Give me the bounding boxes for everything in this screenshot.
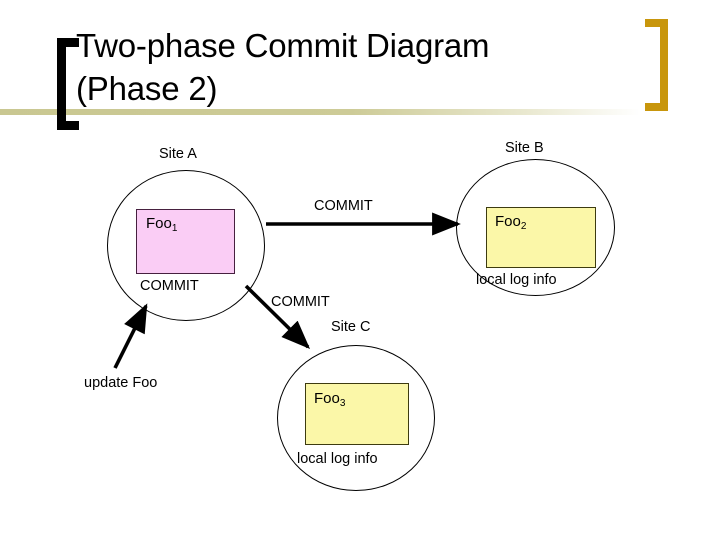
edge-label-commit-a-to-b: COMMIT [314, 198, 373, 214]
site-c-box-text: Foo3 [314, 390, 345, 409]
site-b-box-text: Foo2 [495, 213, 526, 232]
arrow-commit-a-to-c [244, 284, 311, 350]
site-c-data-box[interactable] [305, 383, 409, 445]
site-c-box-text-subscript: 3 [339, 398, 346, 409]
site-b-caption: local log info [476, 272, 557, 288]
site-a-box-text: Foo1 [146, 215, 177, 234]
site-a-box-text-base: Foo [146, 215, 172, 232]
site-c-caption: local log info [297, 451, 378, 467]
title-underline-band [0, 109, 640, 115]
site-a-caption: COMMIT [140, 278, 199, 294]
site-a-circle[interactable] [107, 170, 265, 321]
site-a-data-box[interactable] [136, 209, 235, 274]
site-b-box-text-base: Foo [495, 213, 521, 230]
edge-label-update-foo: update Foo [84, 375, 158, 391]
arrow-update-foo-to-a [113, 303, 148, 369]
site-b-box-text-subscript: 2 [520, 221, 527, 232]
site-c-circle[interactable] [277, 345, 435, 491]
site-b-label: Site B [505, 140, 544, 156]
site-c-box-text-base: Foo [314, 390, 340, 407]
site-c-label: Site C [331, 319, 371, 335]
right-bracket-decoration [645, 19, 668, 111]
site-a-label: Site A [159, 146, 197, 162]
site-a-box-text-subscript: 1 [171, 223, 178, 234]
site-b-data-box[interactable] [486, 207, 596, 268]
left-bracket-decoration [57, 38, 79, 130]
site-b-circle[interactable] [456, 159, 615, 296]
slide-title: Two-phase Commit Diagram (Phase 2) [76, 27, 490, 107]
edge-label-commit-a-to-c: COMMIT [271, 294, 330, 310]
